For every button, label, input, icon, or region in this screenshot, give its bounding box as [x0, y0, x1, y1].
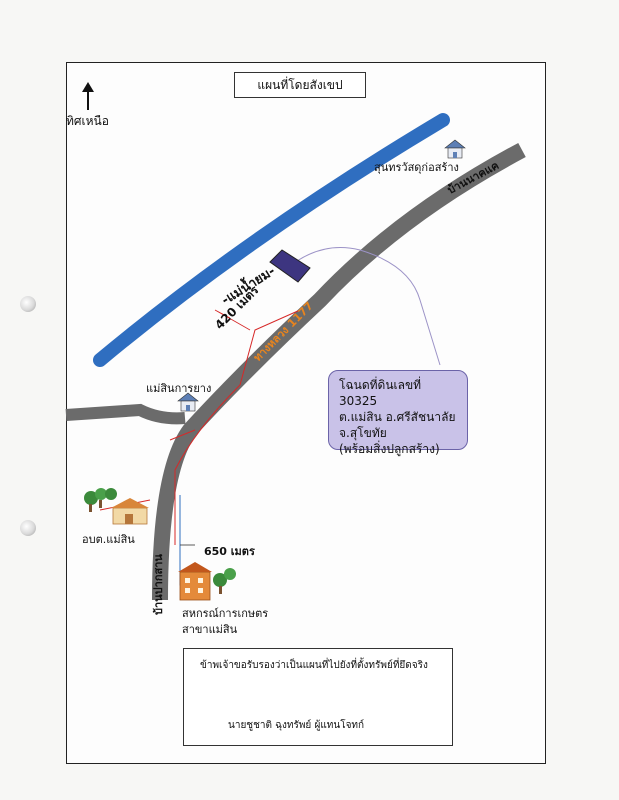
- parcel-line3: จ.สุโขทัย: [339, 426, 387, 440]
- landmark-rubber: แม่สินการยาง: [146, 382, 212, 395]
- side-road: [65, 403, 186, 425]
- distance-650-label: 650 เมตร: [204, 545, 255, 558]
- north-arrow-icon: [82, 82, 94, 110]
- map-title: แผนที่โดยสังเขป: [234, 72, 366, 98]
- village-south-label: บ้านปากสาน: [152, 554, 165, 615]
- route-line: [174, 309, 301, 545]
- landmark-coop-line1: สหกรณ์การเกษตร: [182, 607, 269, 620]
- parcel-line4: (พร้อมสิ่งปลูกสร้าง): [339, 442, 440, 456]
- certification-text: ข้าพเจ้าขอรับรองว่าเป็นแผนที่ไปยังที่ตั้…: [200, 660, 428, 671]
- land-parcel: [269, 249, 311, 283]
- landmark-coop-line2: สาขาแม่สิน: [182, 623, 238, 636]
- house-icon: [444, 139, 466, 159]
- highway-1177: [152, 142, 526, 601]
- landmark-sunthon: สุนทรวัสดุก่อสร้าง: [374, 161, 459, 174]
- river: [93, 113, 450, 367]
- house-icon: [177, 392, 199, 412]
- parcel-line2: ต.แม่สิน อ.ศรีสัชนาลัย: [339, 410, 456, 424]
- government-building-icon: [84, 488, 149, 525]
- signer-name: นายชูชาติ ฉุงทรัพย์ ผู้แทนโจทก์: [228, 720, 365, 731]
- certification-box: [183, 648, 453, 746]
- punch-hole-bottom: [20, 520, 36, 536]
- north-label: ทิศเหนือ: [66, 114, 109, 128]
- parcel-info-box: โฉนดที่ดินเลขที่ 30325 ต.แม่สิน อ.ศรีสัช…: [328, 370, 468, 456]
- road-label: ทางหลวง 1177: [251, 299, 316, 364]
- parcel-line1: โฉนดที่ดินเลขที่ 30325: [339, 378, 422, 408]
- punch-hole-top: [20, 296, 36, 312]
- landmark-obt: อบต.แม่สิน: [82, 533, 135, 546]
- cooperative-building-icon: [178, 562, 236, 601]
